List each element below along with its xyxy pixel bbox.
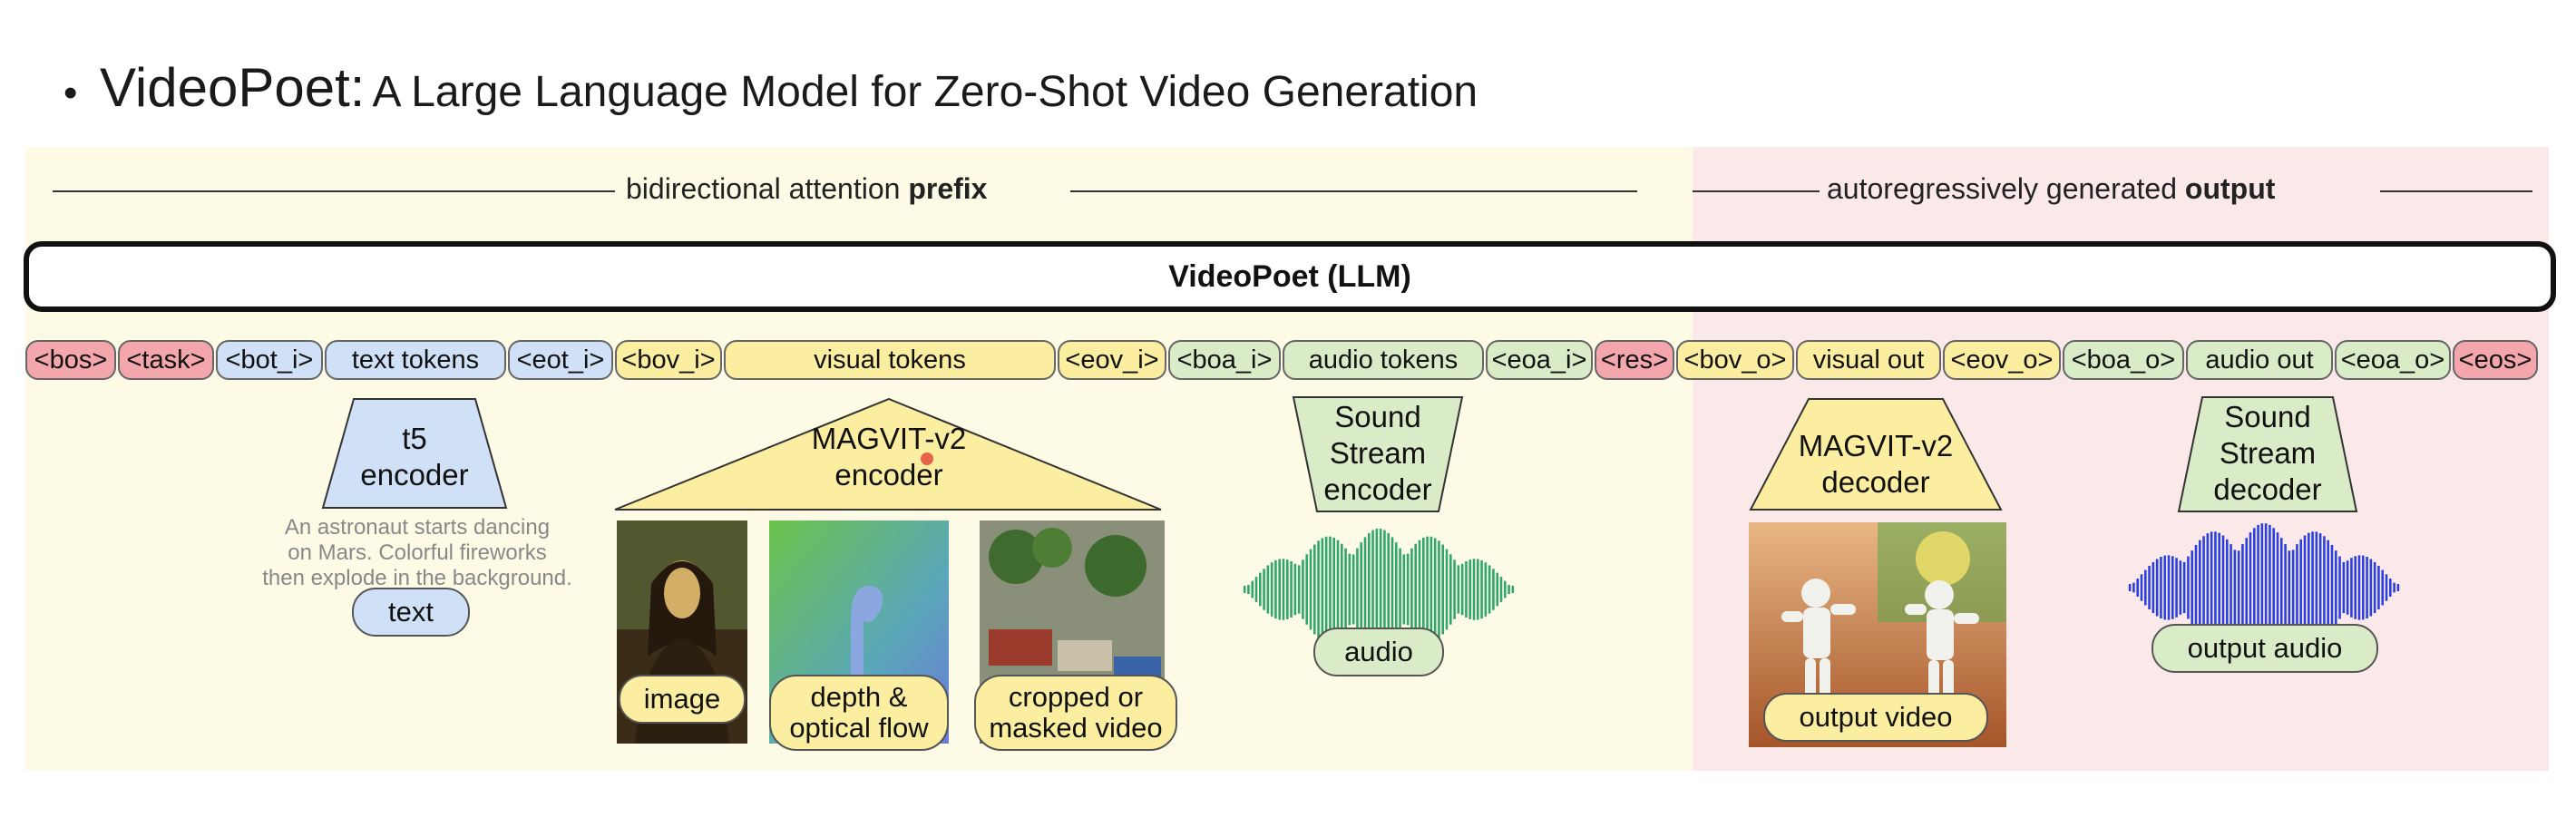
soundstream-decoder-line1: Sound xyxy=(2224,400,2311,433)
output-label: autoregressively generated output xyxy=(1827,172,2275,206)
output-rule-right xyxy=(2380,190,2532,192)
prefix-rule-left xyxy=(53,190,615,192)
magvit-encoder-shape xyxy=(614,397,1162,511)
soundstream-encoder-line2: Stream xyxy=(1329,436,1427,470)
token-boa-o: <boa_o> xyxy=(2063,340,2184,380)
output-label-bold: output xyxy=(2184,172,2276,205)
llm-label: VideoPoet (LLM) xyxy=(1168,258,1411,294)
token-bos: <bos> xyxy=(25,340,116,380)
audio-input-pill: audio xyxy=(1313,628,1444,676)
token-eov-o: <eov_o> xyxy=(1943,340,2061,380)
output-video-pill: output video xyxy=(1763,693,1988,742)
videopoet-llm-bar: VideoPoet (LLM) xyxy=(24,241,2556,312)
soundstream-decoder-label: Sound Stream decoder xyxy=(2177,399,2358,508)
soundstream-encoder-label: Sound Stream encoder xyxy=(1292,399,1464,508)
token-bov-o: <bov_o> xyxy=(1676,340,1794,380)
depth-flow-pill: depth & optical flow xyxy=(769,675,949,751)
token-task: <task> xyxy=(118,340,214,380)
output-rule-left xyxy=(1693,190,1820,192)
magvit-decoder-line2: decoder xyxy=(1821,465,1930,499)
output-audio-pill: output audio xyxy=(2152,624,2378,673)
output-audio-waveform xyxy=(2128,523,2400,652)
cursor-pointer-icon xyxy=(921,452,933,465)
soundstream-decoder-shape xyxy=(2177,396,2358,512)
t5-encoder-line1: t5 xyxy=(402,422,427,455)
token-eoa-i: <eoa_i> xyxy=(1486,340,1593,380)
magvit-encoder-label: MAGVIT-v2 encoder xyxy=(753,421,1025,493)
token-eos: <eos> xyxy=(2453,340,2538,380)
title-subtitle: A Large Language Model for Zero-Shot Vid… xyxy=(372,68,1478,116)
text-prompt-line3: then explode in the background. xyxy=(262,566,572,590)
magvit-decoder-shape xyxy=(1749,398,2003,511)
text-prompt-line1: An astronaut starts dancing xyxy=(284,515,551,540)
token-bot-i: <bot_i> xyxy=(216,340,323,380)
token-audio-tokens: audio tokens xyxy=(1283,340,1484,380)
soundstream-decoder-line2: Stream xyxy=(2219,436,2317,470)
prefix-rule-right xyxy=(1070,190,1637,192)
soundstream-encoder-shape xyxy=(1292,396,1464,512)
token-audio-out: audio out xyxy=(2186,340,2333,380)
text-prompt-caption: An astronaut starts dancing on Mars. Col… xyxy=(218,515,617,591)
magvit-decoder-label: MAGVIT-v2 decoder xyxy=(1749,428,2003,501)
token-bov-i: <bov_i> xyxy=(615,340,722,380)
magvit-decoder-line1: MAGVIT-v2 xyxy=(1798,429,1954,462)
token-boa-i: <boa_i> xyxy=(1168,340,1281,380)
text-input-pill: text xyxy=(352,588,470,637)
cropped-video-pill: cropped or masked video xyxy=(974,675,1177,751)
magvit-encoder-line2: encoder xyxy=(834,458,943,491)
image-pill: image xyxy=(619,675,746,724)
soundstream-encoder-line3: encoder xyxy=(1323,472,1432,506)
token-visual-out: visual out xyxy=(1796,340,1941,380)
title-main: VideoPoet: xyxy=(100,57,366,118)
magvit-encoder-line1: MAGVIT-v2 xyxy=(811,422,967,455)
t5-encoder-label: t5 encoder xyxy=(321,421,508,493)
text-prompt-line2: on Mars. Colorful fireworks xyxy=(288,540,547,565)
depth-flow-line1: depth & xyxy=(810,681,908,713)
token-eov-i: <eov_i> xyxy=(1058,340,1166,380)
t5-encoder-line2: encoder xyxy=(360,458,469,491)
soundstream-encoder-line1: Sound xyxy=(1334,400,1421,433)
title-bullet: • xyxy=(63,71,78,115)
depth-flow-line2: optical flow xyxy=(789,712,929,744)
t5-encoder-shape xyxy=(321,398,508,509)
token-res: <res> xyxy=(1595,340,1674,380)
audio-waveform xyxy=(1243,529,1515,650)
token-eot-i: <eot_i> xyxy=(508,340,613,380)
prefix-label: bidirectional attention prefix xyxy=(626,172,987,206)
prefix-label-bold: prefix xyxy=(908,172,988,205)
token-eoa-o: <eoa_o> xyxy=(2335,340,2451,380)
token-visual-tokens: visual tokens xyxy=(724,340,1056,380)
output-label-text: autoregressively generated xyxy=(1827,172,2178,205)
slide-title: • VideoPoet:A Large Language Model for Ze… xyxy=(63,56,1478,119)
soundstream-decoder-line3: decoder xyxy=(2213,472,2322,506)
prefix-label-text: bidirectional attention xyxy=(626,172,901,205)
cropped-video-line2: masked video xyxy=(989,712,1163,744)
cropped-video-line1: cropped or xyxy=(1008,681,1144,713)
token-text-tokens: text tokens xyxy=(325,340,506,380)
